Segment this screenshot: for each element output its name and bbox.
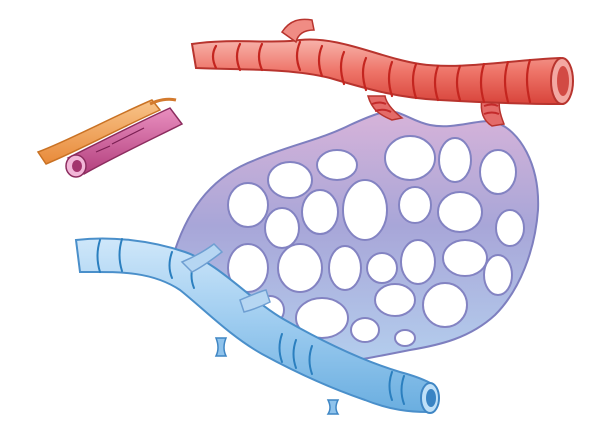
mesh-hole	[351, 318, 379, 342]
mesh-hole	[423, 283, 467, 327]
mesh-hole	[317, 150, 357, 180]
cross-section-lumen	[72, 160, 82, 172]
mesh-hole	[268, 162, 312, 198]
venule-lumen	[426, 389, 436, 407]
arteriole-lumen	[557, 66, 569, 96]
mesh-hole	[443, 240, 487, 276]
mesh-hole	[367, 253, 397, 283]
mesh-hole	[302, 190, 338, 234]
mesh-hole	[438, 192, 482, 232]
mesh-hole	[343, 180, 387, 240]
mesh-hole	[228, 183, 268, 227]
mesh-hole	[329, 246, 361, 290]
mesh-hole	[265, 208, 299, 248]
arteriole	[192, 19, 573, 104]
mesh-hole	[439, 138, 471, 182]
mesh-hole	[399, 187, 431, 223]
mesh-hole	[395, 330, 415, 346]
mesh-hole	[484, 255, 512, 295]
vessel-cross-section-detail	[38, 99, 182, 177]
mesh-hole	[496, 210, 524, 246]
mesh-hole	[385, 136, 435, 180]
mesh-hole	[375, 284, 415, 316]
mesh-hole	[278, 244, 322, 292]
mesh-hole	[480, 150, 516, 194]
mesh-hole	[401, 240, 435, 284]
